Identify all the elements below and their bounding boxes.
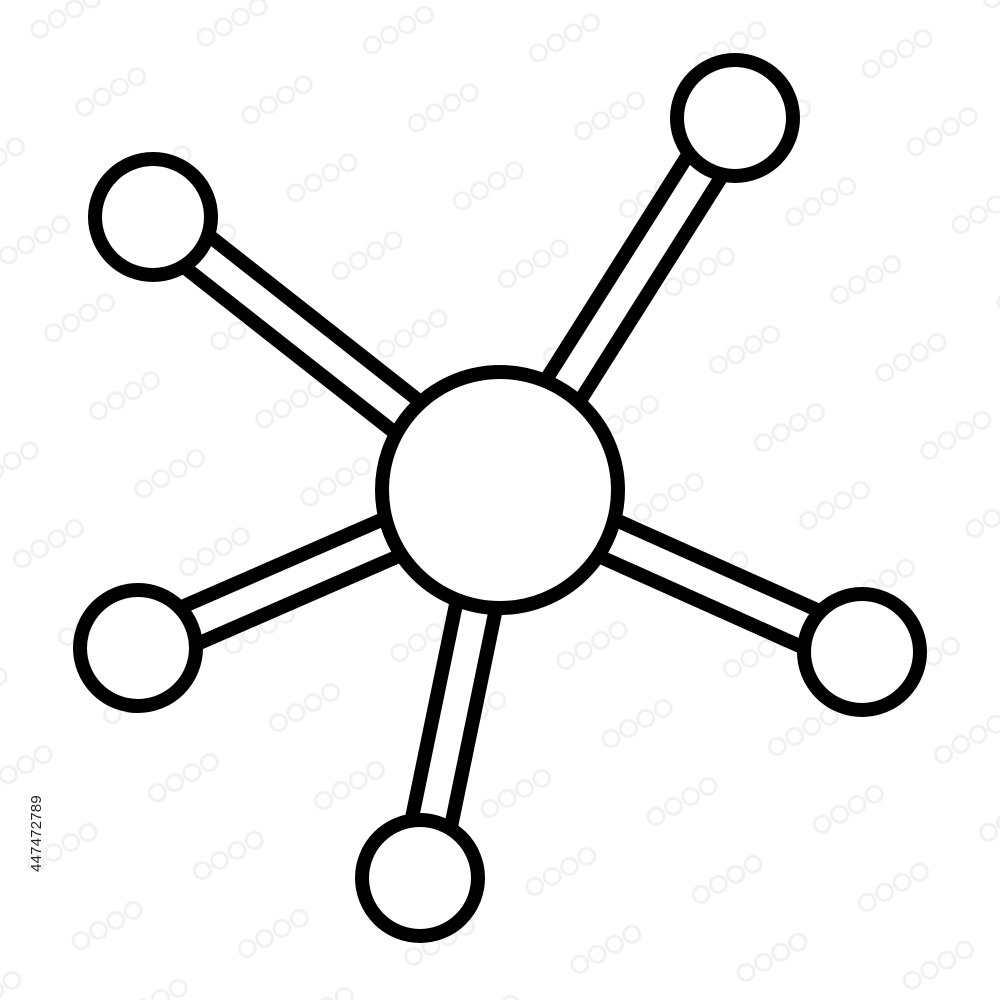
atom-bottom	[355, 813, 485, 943]
atom-top-left	[88, 152, 218, 282]
atoms-group	[73, 53, 927, 943]
bond-left	[166, 507, 417, 655]
bond-right	[583, 508, 834, 658]
atom-left	[73, 583, 203, 713]
atom-top-right	[670, 53, 800, 183]
atom-right	[797, 587, 927, 717]
stock-id-label: 447472789	[28, 795, 45, 872]
bond-top-left	[171, 223, 435, 446]
atom-center	[375, 365, 625, 615]
bond-top-right	[533, 140, 734, 417]
bond-bottom	[403, 584, 505, 843]
